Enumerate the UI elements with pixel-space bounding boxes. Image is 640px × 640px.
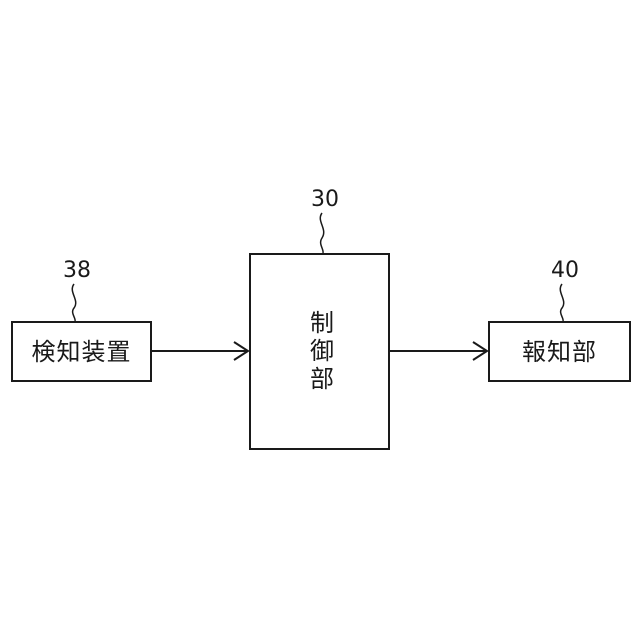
- ref-number-detector: 38: [63, 260, 91, 282]
- notifier-block: 報知部: [488, 321, 631, 382]
- arrow-controller-to-notifier: [390, 342, 487, 360]
- notifier-label: 報知部: [522, 340, 597, 364]
- leader-line-40: [560, 284, 563, 321]
- leader-line-30: [320, 213, 323, 253]
- leader-line-38: [72, 284, 75, 321]
- arrow-detector-to-controller: [152, 342, 248, 360]
- ref-number-controller: 30: [311, 189, 339, 211]
- controller-label: 制御部: [308, 310, 332, 394]
- detector-label: 検知装置: [32, 340, 132, 364]
- detector-block: 検知装置: [11, 321, 152, 382]
- ref-number-notifier: 40: [551, 260, 579, 282]
- controller-block: 制御部: [249, 253, 390, 450]
